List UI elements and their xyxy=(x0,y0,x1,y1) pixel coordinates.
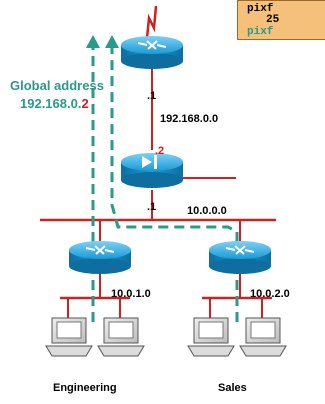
config-box: pixf 25 pixf xyxy=(237,0,325,40)
router-eng-icon xyxy=(69,241,131,274)
nat-path-arrowhead-right xyxy=(105,35,119,48)
engineering-group-label: Engineering xyxy=(53,382,117,394)
sales-network-label: 10.0.2.0 xyxy=(250,288,290,300)
pix-firewall-icon xyxy=(121,153,183,188)
router-top-icon xyxy=(121,36,183,69)
config-line-3: pixf xyxy=(247,26,274,38)
config-line-1: pixf xyxy=(247,3,274,15)
wan-link xyxy=(145,5,158,39)
config-line-2: 25 xyxy=(266,14,280,26)
top-router-interface: .1 xyxy=(147,90,157,102)
router-sales-icon xyxy=(209,241,271,274)
inside-network-label: 10.0.0.0 xyxy=(187,205,227,217)
global-address-prefix: 192.168.0. xyxy=(20,96,82,111)
workstation-icon xyxy=(45,317,93,357)
global-address-title: Global address xyxy=(10,78,104,93)
nat-path-sales xyxy=(110,45,239,322)
sales-group-label: Sales xyxy=(218,382,247,394)
global-address-host: 2 xyxy=(81,96,89,111)
pix-inside-interface: .1 xyxy=(147,201,157,213)
engineering-network-label: 10.0.1.0 xyxy=(111,288,151,300)
workstation-icon xyxy=(97,317,145,357)
workstation-icon xyxy=(239,317,287,357)
nat-path-arrowhead-left xyxy=(86,35,100,48)
workstation-icon xyxy=(187,317,235,357)
outside-network-label: 192.168.0.0 xyxy=(160,113,219,125)
global-address-value: 192.168.0.2 xyxy=(20,97,89,110)
pix-outside-interface: .2 xyxy=(155,145,165,157)
